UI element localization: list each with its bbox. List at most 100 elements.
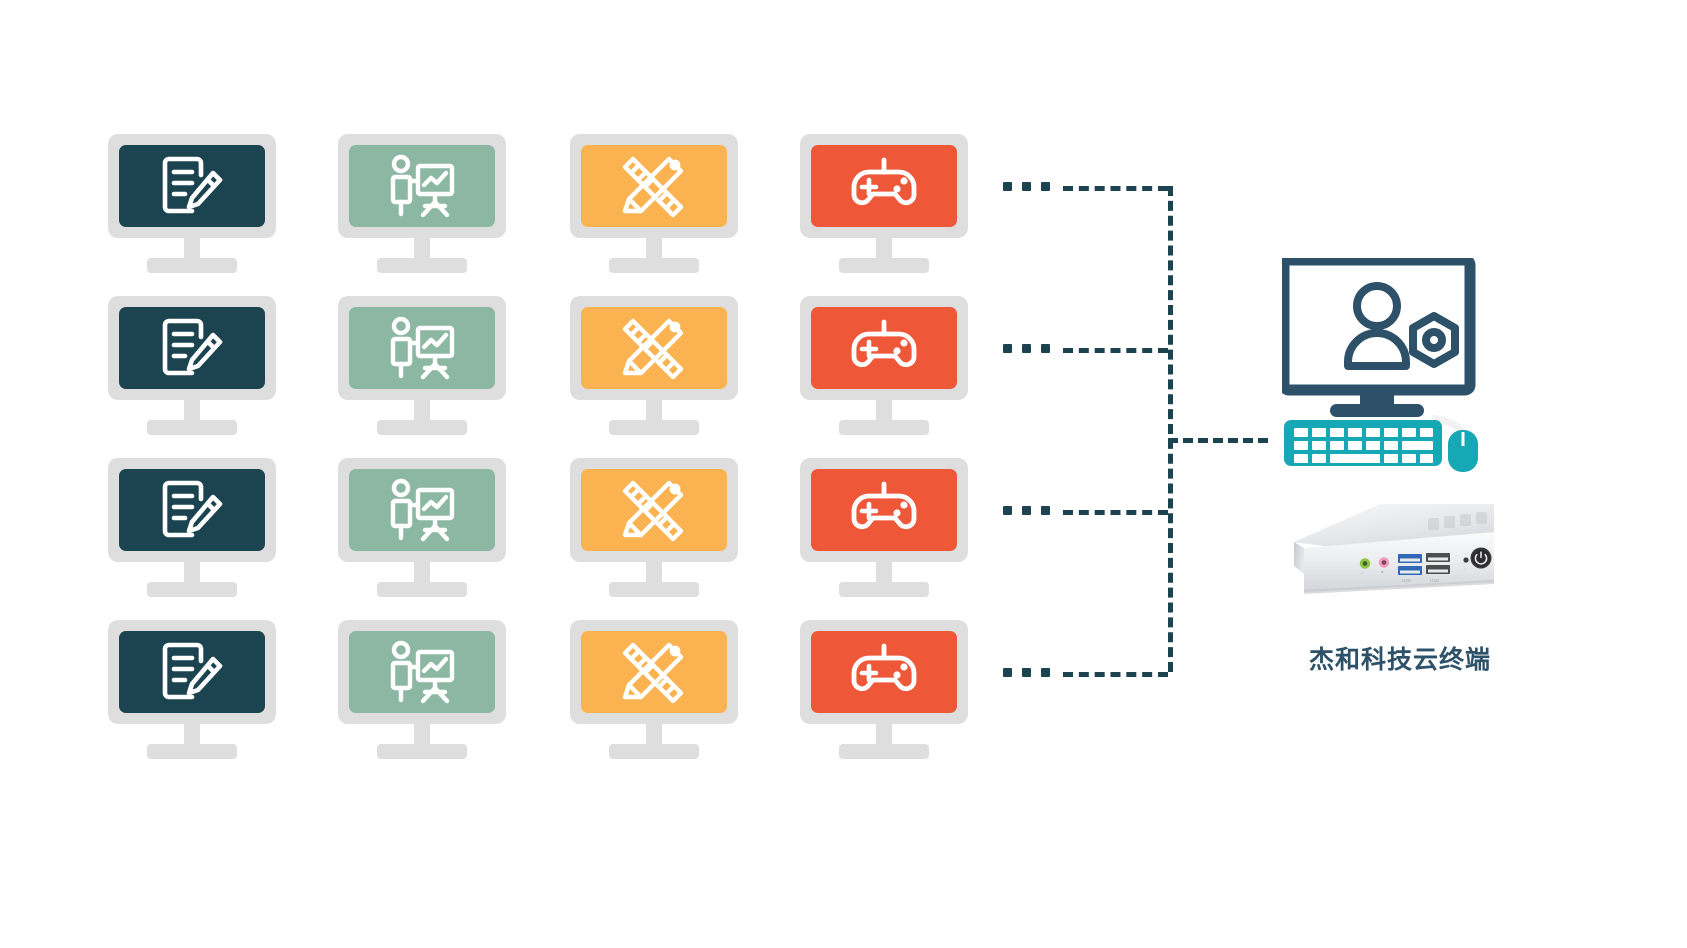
document-edit-icon <box>162 156 223 214</box>
monitor-neck <box>414 562 430 584</box>
gear-icon <box>1409 312 1459 368</box>
workstation-gaming-entertainment-row2[interactable] <box>800 296 968 436</box>
document-edit-icon <box>162 318 223 376</box>
port-labels: ♪ ● USB USB ○ <box>1361 566 1467 583</box>
usb3-port-lower <box>1398 566 1422 575</box>
workstation-gaming-entertainment-row4[interactable] <box>800 620 968 760</box>
microphone-jack <box>1378 557 1390 568</box>
monitor-screen <box>581 145 727 227</box>
ruler-pencil-icon <box>622 642 684 704</box>
workstation-teaching-presentation-row2[interactable] <box>338 296 506 436</box>
ellipsis-dot <box>1041 506 1050 515</box>
workstation-design-drafting-row1[interactable] <box>570 134 738 274</box>
monitor-neck <box>184 400 200 422</box>
presentation-easel-icon <box>390 316 455 380</box>
power-button <box>1470 547 1492 569</box>
monitor-stand <box>839 258 929 273</box>
console-illustration <box>1278 254 1478 472</box>
monitor-stand <box>147 582 237 597</box>
monitor-screen <box>581 307 727 389</box>
trunk-connector <box>1168 186 1173 672</box>
ellipsis-dot <box>1041 668 1050 677</box>
monitor-stand <box>839 744 929 759</box>
ruler-pencil-icon <box>622 480 684 542</box>
row-ellipsis-1 <box>1003 182 1050 191</box>
monitor-screen <box>811 469 957 551</box>
document-edit-icon <box>162 642 223 700</box>
svg-text:USB: USB <box>1402 578 1411 583</box>
workstation-gaming-entertainment-row1[interactable] <box>800 134 968 274</box>
monitor-stand <box>839 420 929 435</box>
workstation-gaming-entertainment-row3[interactable] <box>800 458 968 598</box>
monitor-neck <box>414 238 430 260</box>
ellipsis-dot <box>1003 506 1012 515</box>
monitor-screen <box>811 631 957 713</box>
monitor-screen <box>349 469 495 551</box>
monitor-neck <box>184 724 200 746</box>
svg-text:USB: USB <box>1430 578 1439 583</box>
monitor-stand <box>147 420 237 435</box>
ellipsis-dot <box>1003 344 1012 353</box>
monitor-neck <box>184 238 200 260</box>
cloud-terminal-console[interactable] <box>1278 254 1482 473</box>
presentation-easel-icon <box>390 154 455 218</box>
usb2-port-upper <box>1426 553 1450 562</box>
monitor-stand <box>377 420 467 435</box>
monitor-screen <box>349 631 495 713</box>
monitor-neck <box>646 562 662 584</box>
monitor-screen <box>119 631 265 713</box>
workstation-teaching-presentation-row3[interactable] <box>338 458 506 598</box>
monitor-stand <box>147 744 237 759</box>
monitor-neck <box>876 724 892 746</box>
monitor-screen <box>349 307 495 389</box>
monitor-neck <box>414 400 430 422</box>
ellipsis-dot <box>1022 668 1031 677</box>
workstation-document-editing-row1[interactable] <box>108 134 276 274</box>
monitor-screen <box>119 145 265 227</box>
mini-pc-illustration: ♪ ● USB USB ○ <box>1294 504 1494 594</box>
brand-emboss <box>1428 512 1487 530</box>
workstation-design-drafting-row4[interactable] <box>570 620 738 760</box>
svg-text:○: ○ <box>1464 566 1467 571</box>
document-edit-icon <box>162 480 223 538</box>
monitor-neck <box>184 562 200 584</box>
monitor-screen <box>119 469 265 551</box>
mouse-icon <box>1448 430 1478 472</box>
monitor-stand <box>377 258 467 273</box>
workstation-teaching-presentation-row4[interactable] <box>338 620 506 760</box>
audio-out-jack <box>1359 558 1371 569</box>
branch-connector-row-4 <box>1063 672 1168 677</box>
workstation-design-drafting-row2[interactable] <box>570 296 738 436</box>
monitor-neck <box>646 238 662 260</box>
workstation-teaching-presentation-row1[interactable] <box>338 134 506 274</box>
monitor-screen <box>811 145 957 227</box>
monitor-stand <box>147 258 237 273</box>
monitor-screen <box>581 469 727 551</box>
monitor-neck <box>876 238 892 260</box>
workstation-document-editing-row4[interactable] <box>108 620 276 760</box>
workstation-design-drafting-row3[interactable] <box>570 458 738 598</box>
user-gear-icon <box>1344 282 1410 370</box>
presentation-easel-icon <box>390 640 455 704</box>
row-ellipsis-4 <box>1003 668 1050 677</box>
monitor-stand <box>609 258 699 273</box>
mini-pc-device[interactable]: ♪ ● USB USB ○ <box>1262 496 1494 616</box>
ellipsis-dot <box>1022 182 1031 191</box>
monitor-screen <box>349 145 495 227</box>
usb3-port-upper <box>1398 554 1422 563</box>
gamepad-icon <box>851 643 917 692</box>
presentation-easel-icon <box>390 478 455 542</box>
reset-pinhole <box>1463 557 1469 563</box>
branch-connector-row-2 <box>1063 348 1168 353</box>
branch-connector-row-3 <box>1063 510 1168 515</box>
usb2-port-lower <box>1426 565 1450 574</box>
branch-connector-row-1 <box>1063 186 1168 191</box>
gamepad-icon <box>851 481 917 530</box>
monitor-neck <box>876 400 892 422</box>
monitor-stand <box>609 420 699 435</box>
ellipsis-dot <box>1022 344 1031 353</box>
svg-text:♪: ♪ <box>1361 570 1363 575</box>
workstation-document-editing-row2[interactable] <box>108 296 276 436</box>
gamepad-icon <box>851 319 917 368</box>
workstation-document-editing-row3[interactable] <box>108 458 276 598</box>
